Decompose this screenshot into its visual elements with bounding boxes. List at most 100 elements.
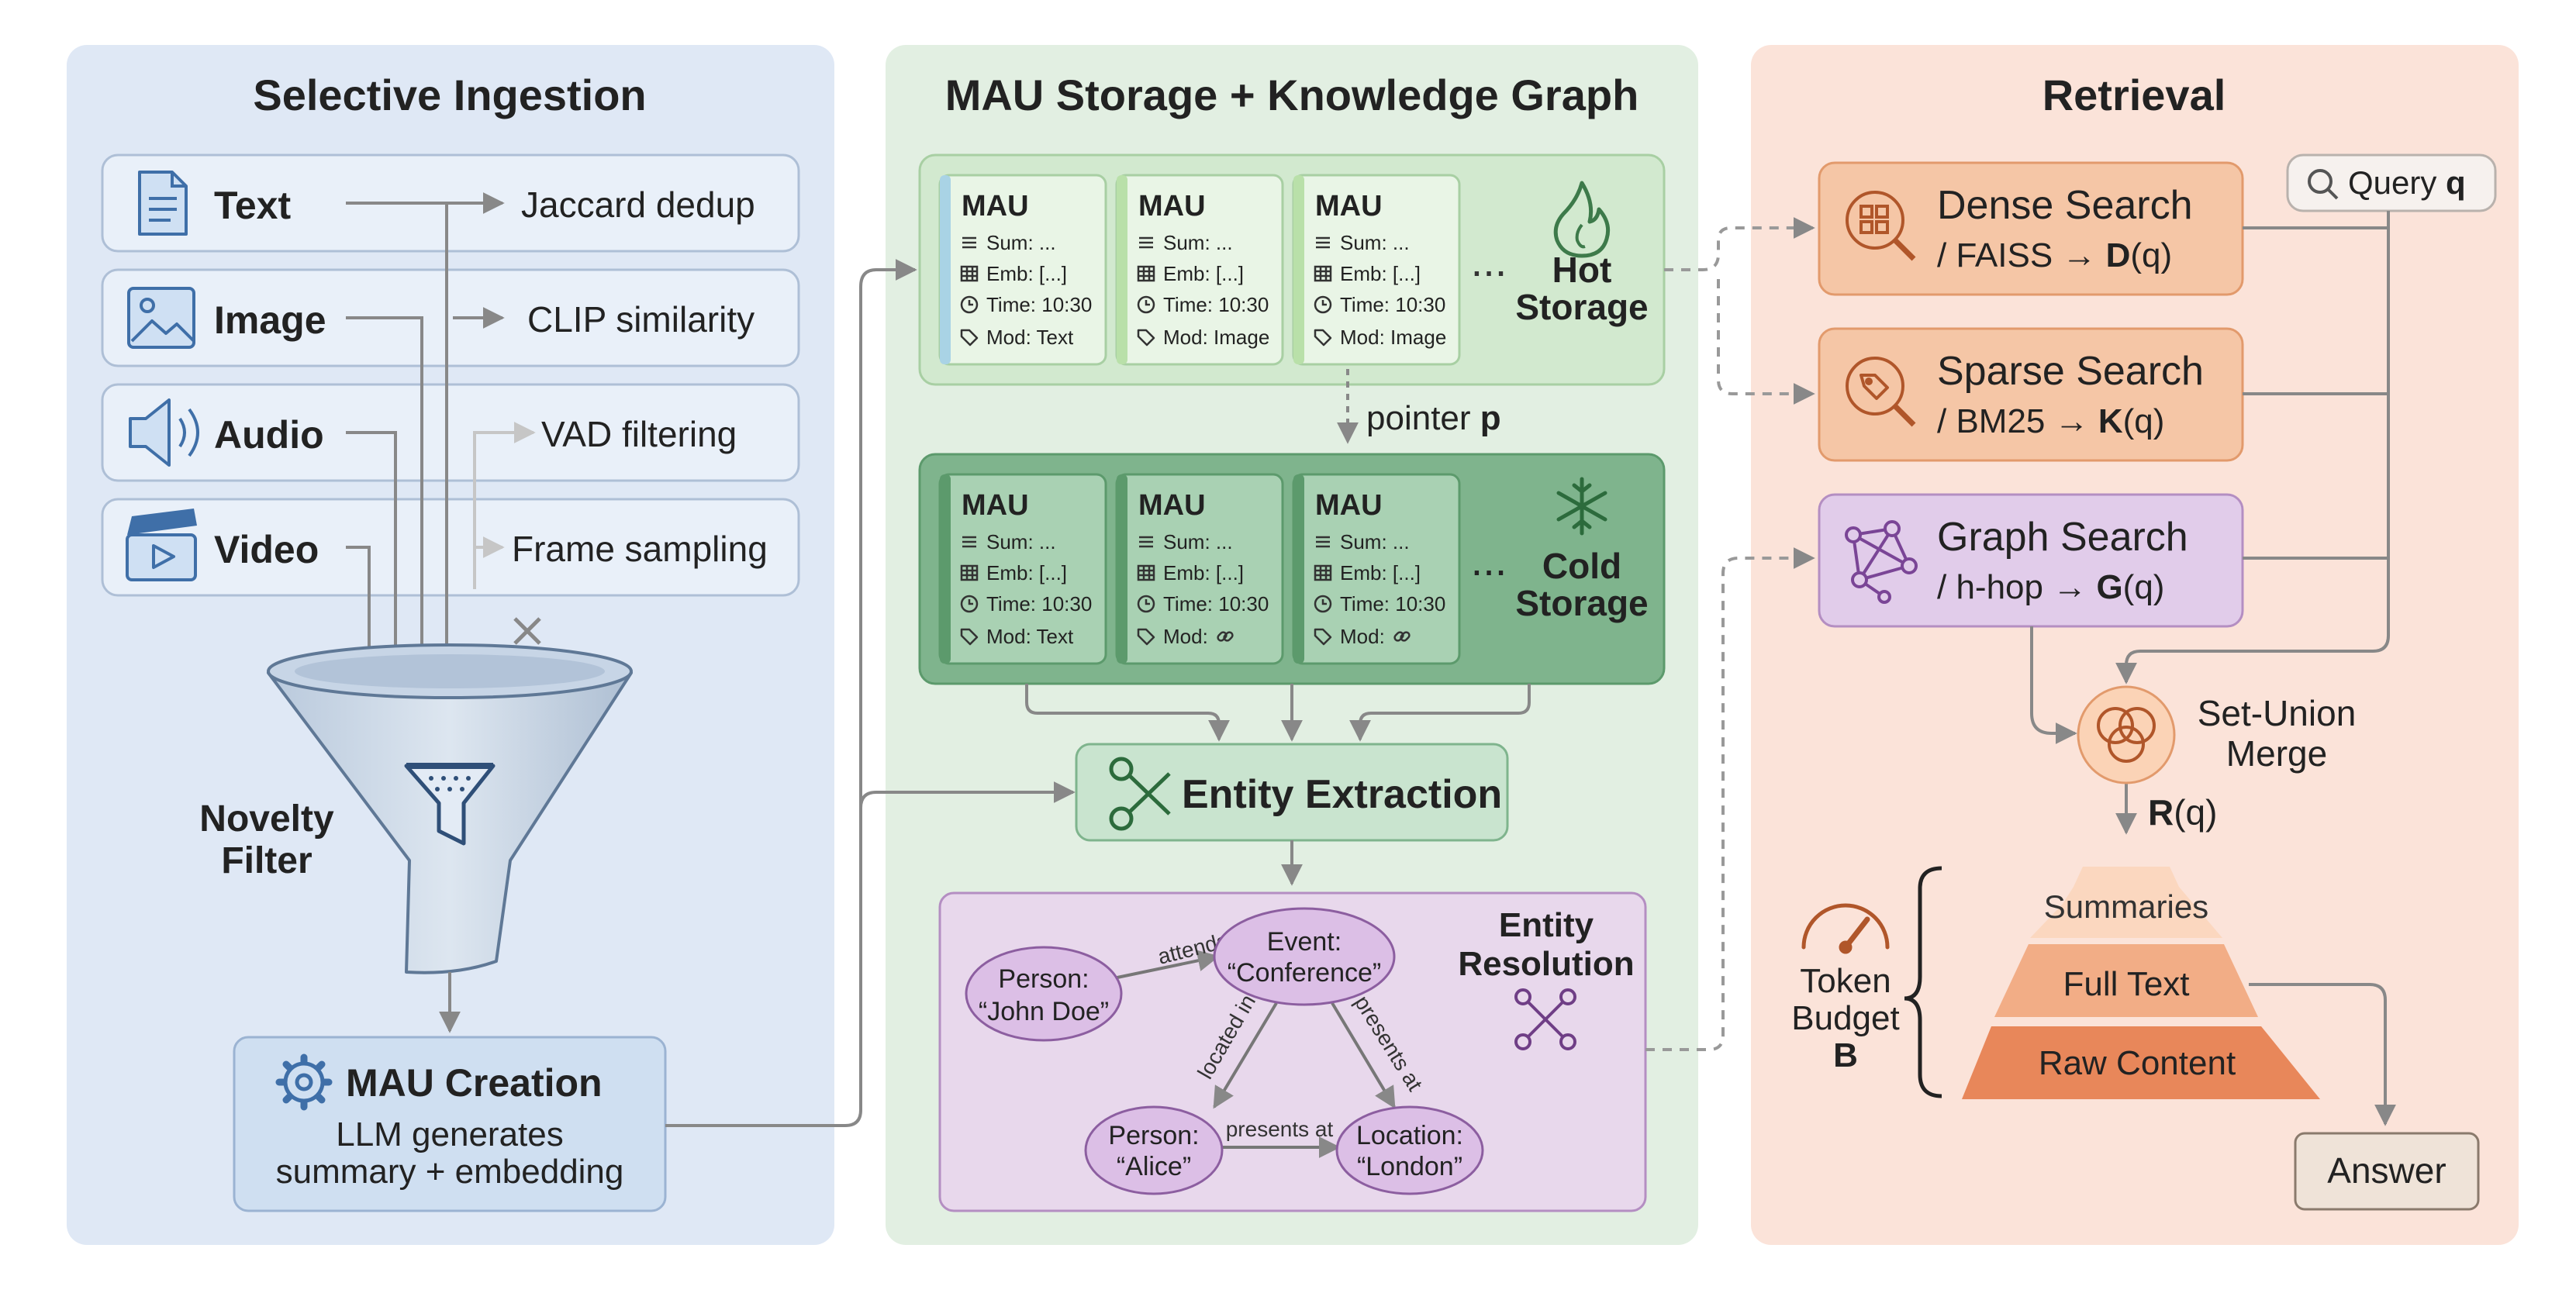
clock-icon [1314, 295, 1332, 314]
novelty-filter-label-2: Filter [221, 840, 312, 881]
mau-card-title: MAU [962, 489, 1029, 522]
budget-label-2: Budget [1791, 999, 1899, 1037]
graph-node-london: Location: “London” [1335, 1105, 1484, 1195]
mau-card-sum: Sum: ... [1340, 530, 1410, 553]
lines-icon [1139, 236, 1153, 249]
cold-storage-label-2: Storage [1515, 583, 1648, 623]
mau-card-sum: Sum: ... [986, 231, 1056, 254]
graph-search-sub: / h-hop → G(q) [1937, 568, 2164, 606]
storage-to-retrieval-connectors [1645, 217, 1815, 1051]
pyramid-full-text: Full Text [2063, 965, 2189, 1003]
lines-icon [1316, 536, 1330, 548]
mau-card-sum: Sum: ... [1163, 530, 1233, 553]
modality-row-video: Video Frame sampling [101, 498, 800, 597]
entity-extraction-box: Entity Extraction [1075, 743, 1509, 842]
storage-title: MAU Storage + Knowledge Graph [945, 71, 1639, 119]
table-icon [960, 564, 979, 581]
filter-label-clip: CLIP similarity [527, 299, 754, 340]
budget-brace [1904, 866, 1942, 1098]
mau-card-mod: Mod: [1163, 625, 1208, 648]
scissors-icon [1109, 757, 1171, 831]
graph-node-conference: Event: “Conference” [1213, 907, 1396, 1006]
hot-storage-label-2: Storage [1515, 287, 1648, 327]
novelty-filter-label-1: Novelty [199, 798, 334, 840]
discard-x-icon [513, 617, 541, 645]
filter-label-frame: Frame sampling [512, 529, 768, 569]
hot-ellipsis: ... [1471, 236, 1507, 285]
lines-icon [1139, 536, 1153, 548]
cold-storage-label-1: Cold [1542, 546, 1621, 586]
document-icon [138, 171, 188, 236]
clapperboard-icon [126, 509, 197, 581]
mau-card-mod: Mod: Text [986, 326, 1074, 349]
mau-card-emb: Emb: [...] [1163, 561, 1244, 584]
node-london-line1: Location: [1356, 1121, 1463, 1150]
modality-label-audio: Audio [214, 413, 324, 457]
clock-icon [1137, 295, 1155, 314]
rejected-connectors [473, 422, 536, 589]
budget-label-1: Token [1800, 962, 1891, 1000]
retrieval-title: Retrieval [2042, 71, 2226, 119]
table-icon [1314, 265, 1332, 282]
cold-ellipsis: ... [1471, 536, 1507, 584]
mau-card-mod: Mod: [1340, 625, 1385, 648]
modality-label-text: Text [214, 184, 291, 227]
dense-search-title: Dense Search [1937, 183, 2193, 228]
mau-creation-line2: summary + embedding [276, 1153, 624, 1191]
mau-card-time: Time: 10:30 [1163, 293, 1269, 316]
mau-card-emb: Emb: [...] [1340, 561, 1421, 584]
mau-card-time: Time: 10:30 [1163, 592, 1269, 615]
node-london-line2: “London” [1357, 1152, 1462, 1181]
retrieval-connectors [2030, 211, 2390, 835]
node-alice-line1: Person: [1108, 1121, 1199, 1150]
tag-icon [1137, 628, 1155, 646]
answer-box[interactable]: Answer [2294, 1132, 2480, 1211]
budget-label-3: B [1833, 1036, 1858, 1074]
cold-to-extraction-connectors [1025, 684, 1531, 742]
mau-card-sum: Sum: ... [986, 530, 1056, 553]
tag-search-icon [1846, 357, 1916, 427]
lines-icon [1316, 236, 1330, 249]
merge-result-label: R(q) [2148, 792, 2217, 833]
magnifier-icon [2308, 169, 2339, 200]
graph-node-alice: Person: “Alice” [1084, 1105, 1224, 1195]
context-pyramid: Summaries Full Text Raw Content [1962, 867, 2320, 1099]
answer-label: Answer [2327, 1150, 2446, 1191]
tag-icon [1137, 329, 1155, 347]
clock-icon [960, 595, 979, 613]
grid-search-icon [1846, 191, 1916, 261]
node-alice-line2: “Alice” [1117, 1152, 1191, 1181]
venn-icon [2097, 707, 2156, 763]
node-conference-line1: Event: [1267, 927, 1342, 957]
edge-label-presents-at: presents at [1226, 1117, 1334, 1141]
merge-label-1: Set-Union [2198, 693, 2357, 733]
speaker-icon [129, 398, 199, 467]
network-icon [1845, 520, 1918, 604]
tag-icon [960, 329, 979, 347]
mau-card-time: Time: 10:30 [986, 293, 1092, 316]
modality-label-video: Video [214, 528, 319, 571]
graph-edges [1113, 950, 1396, 1158]
set-union-merge: Set-Union Merge [2077, 685, 2357, 784]
link-icon [1217, 631, 1234, 642]
pyramid-to-answer-connector [2249, 983, 2396, 1126]
mau-card-title: MAU [962, 190, 1029, 222]
mau-card-sum: Sum: ... [1163, 231, 1233, 254]
mau-creation-line1: LLM generates [336, 1115, 564, 1153]
tag-icon [1314, 628, 1332, 646]
mau-card-mod: Mod: Text [986, 625, 1074, 648]
mau-card-sum: Sum: ... [1340, 231, 1410, 254]
mau-card-mod: Mod: Image [1340, 326, 1446, 349]
modality-row-audio: Audio VAD filtering [101, 383, 800, 482]
node-john-line2: “John Doe” [979, 997, 1109, 1026]
merge-label-2: Merge [2226, 733, 2327, 774]
mau-card-emb: Emb: [...] [986, 561, 1067, 584]
table-icon [960, 265, 979, 282]
table-icon [1314, 564, 1332, 581]
node-john-line1: Person: [998, 964, 1089, 994]
